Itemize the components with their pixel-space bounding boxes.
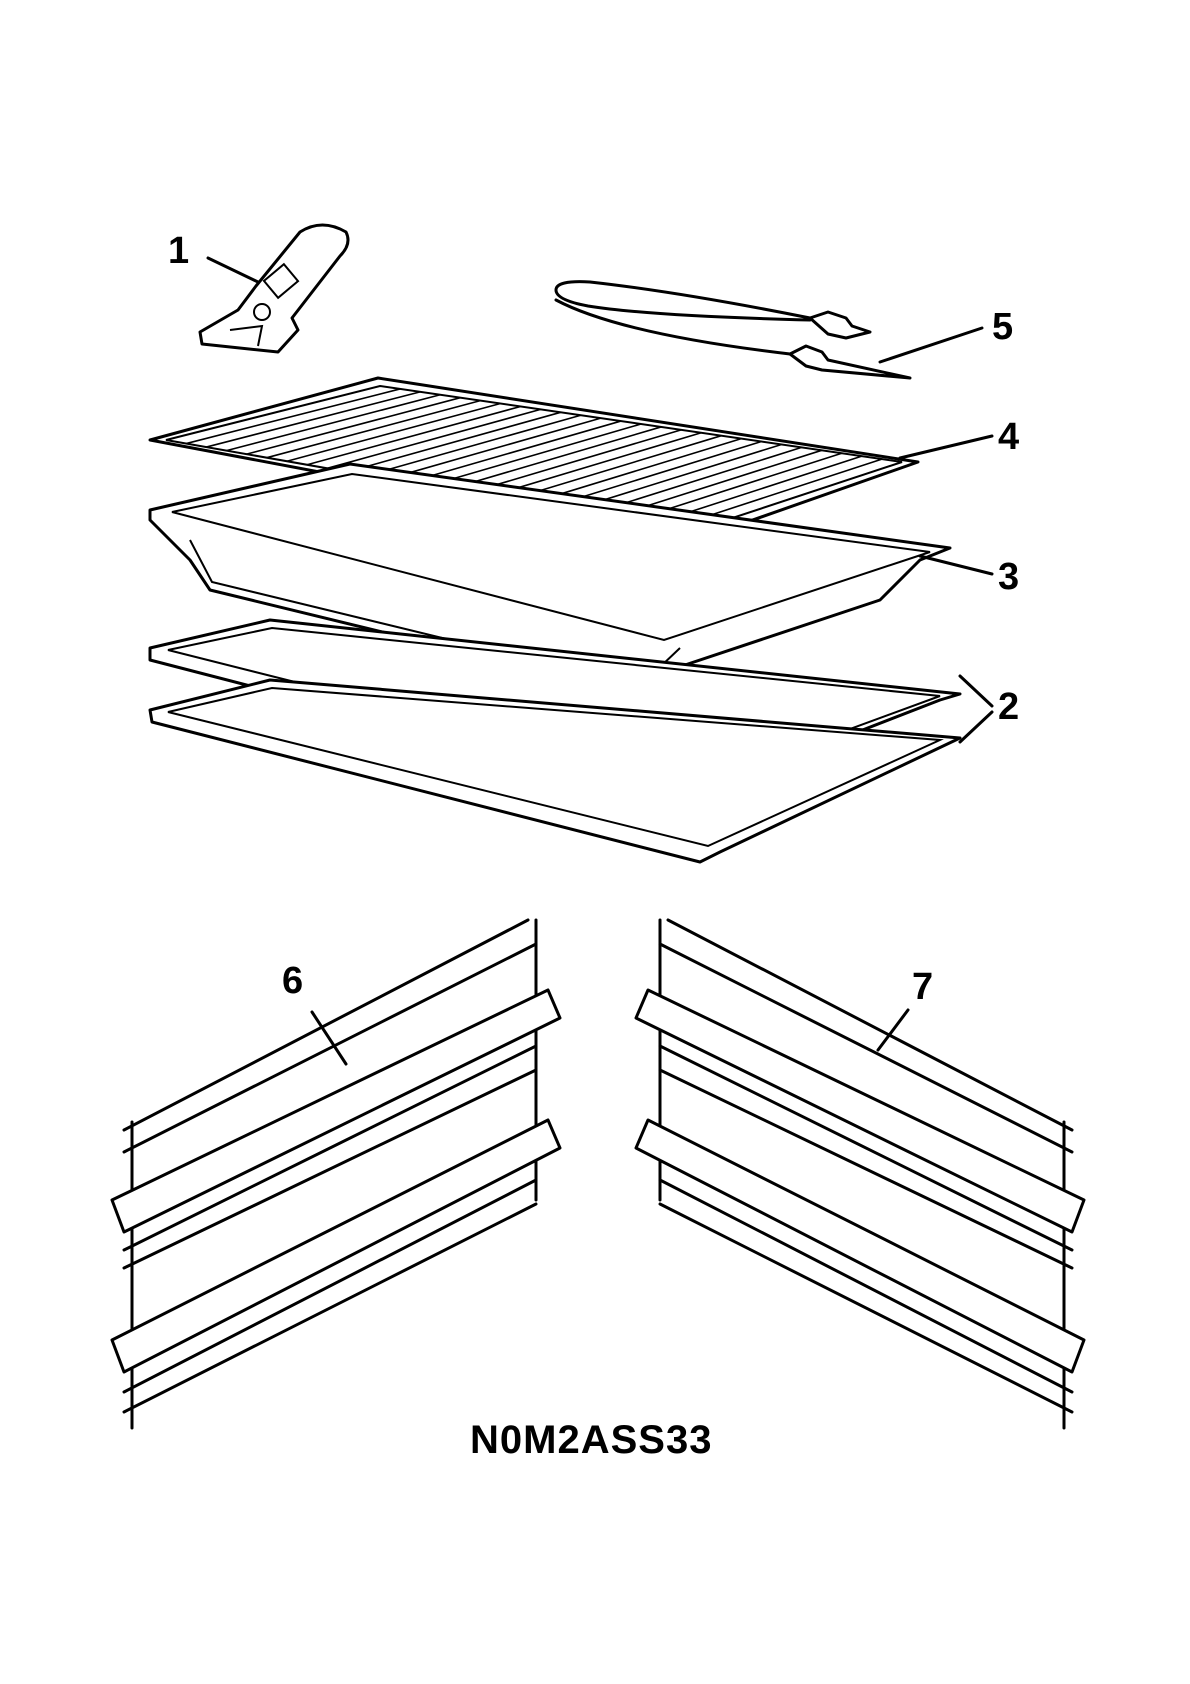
model-code: N0M2ASS33: [470, 1418, 713, 1462]
callout-5-label: 5: [992, 306, 1014, 348]
grid-bar: [226, 393, 441, 452]
grid-bar: [407, 420, 622, 484]
callout-1-label: 1: [168, 230, 190, 272]
baking-trays-part: [148, 618, 994, 864]
callout-7-label: 7: [912, 966, 934, 1008]
grid-bar: [387, 417, 602, 480]
grid-bar: [206, 391, 421, 448]
callout-2-label: 2: [998, 686, 1020, 728]
grid-bar: [266, 399, 481, 459]
callout-6-label: 6: [282, 960, 304, 1002]
grid-bar: [246, 396, 461, 455]
grid-bar: [185, 388, 401, 445]
callout-4-label: 4: [998, 416, 1020, 458]
grid-bar: [508, 434, 722, 501]
left-shelf-runner-part: [110, 918, 562, 1430]
grid-bar: [306, 405, 521, 466]
grid-bar: [427, 423, 642, 487]
grid-bar: [347, 411, 561, 473]
grid-bar: [367, 414, 581, 477]
grid-bar: [327, 408, 541, 470]
grid-bar: [447, 426, 662, 491]
scraper-part: [198, 223, 350, 354]
callout-3-label: 3: [998, 556, 1020, 598]
right-shelf-runner-part: [634, 918, 1086, 1430]
grid-bar: [488, 432, 702, 498]
grid-bar: [286, 402, 501, 463]
meat-probe-part: [554, 280, 984, 380]
grid-bar: [468, 429, 682, 494]
